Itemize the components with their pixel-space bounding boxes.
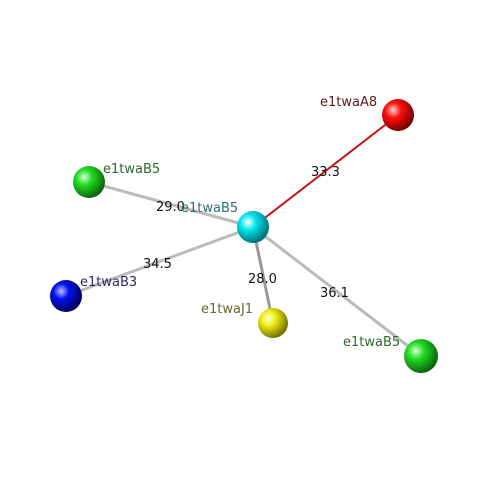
distance-label-b3: 34.5 [143, 257, 172, 272]
edge-center-b5-right [252, 225, 422, 358]
node-label-b3: e1twaB3 [80, 275, 137, 290]
node-label-j1: e1twaJ1 [201, 302, 253, 317]
edge-center-b3 [65, 225, 254, 298]
node-b5-right[interactable] [404, 339, 438, 373]
distance-label-b5-right: 36.1 [320, 286, 349, 301]
node-label-a8: e1twaA8 [320, 95, 377, 110]
edge-center-a8 [252, 114, 399, 228]
edge-center-j1 [251, 226, 275, 324]
distance-label-j1: 28.0 [248, 272, 277, 287]
node-label-center: e1twaB5 [181, 201, 238, 216]
edge-center-b5-left [88, 180, 254, 229]
node-label-b5-left: e1twaB5 [103, 162, 160, 177]
node-j1[interactable] [258, 308, 288, 338]
node-b5-left[interactable] [73, 166, 105, 198]
node-a8[interactable] [382, 99, 414, 131]
node-b3[interactable] [50, 280, 82, 312]
node-label-b5-right: e1twaB5 [343, 335, 400, 350]
distance-label-b5-left: 29.0 [156, 200, 185, 215]
node-center[interactable] [237, 211, 269, 243]
distance-label-a8: 33.3 [311, 165, 340, 180]
